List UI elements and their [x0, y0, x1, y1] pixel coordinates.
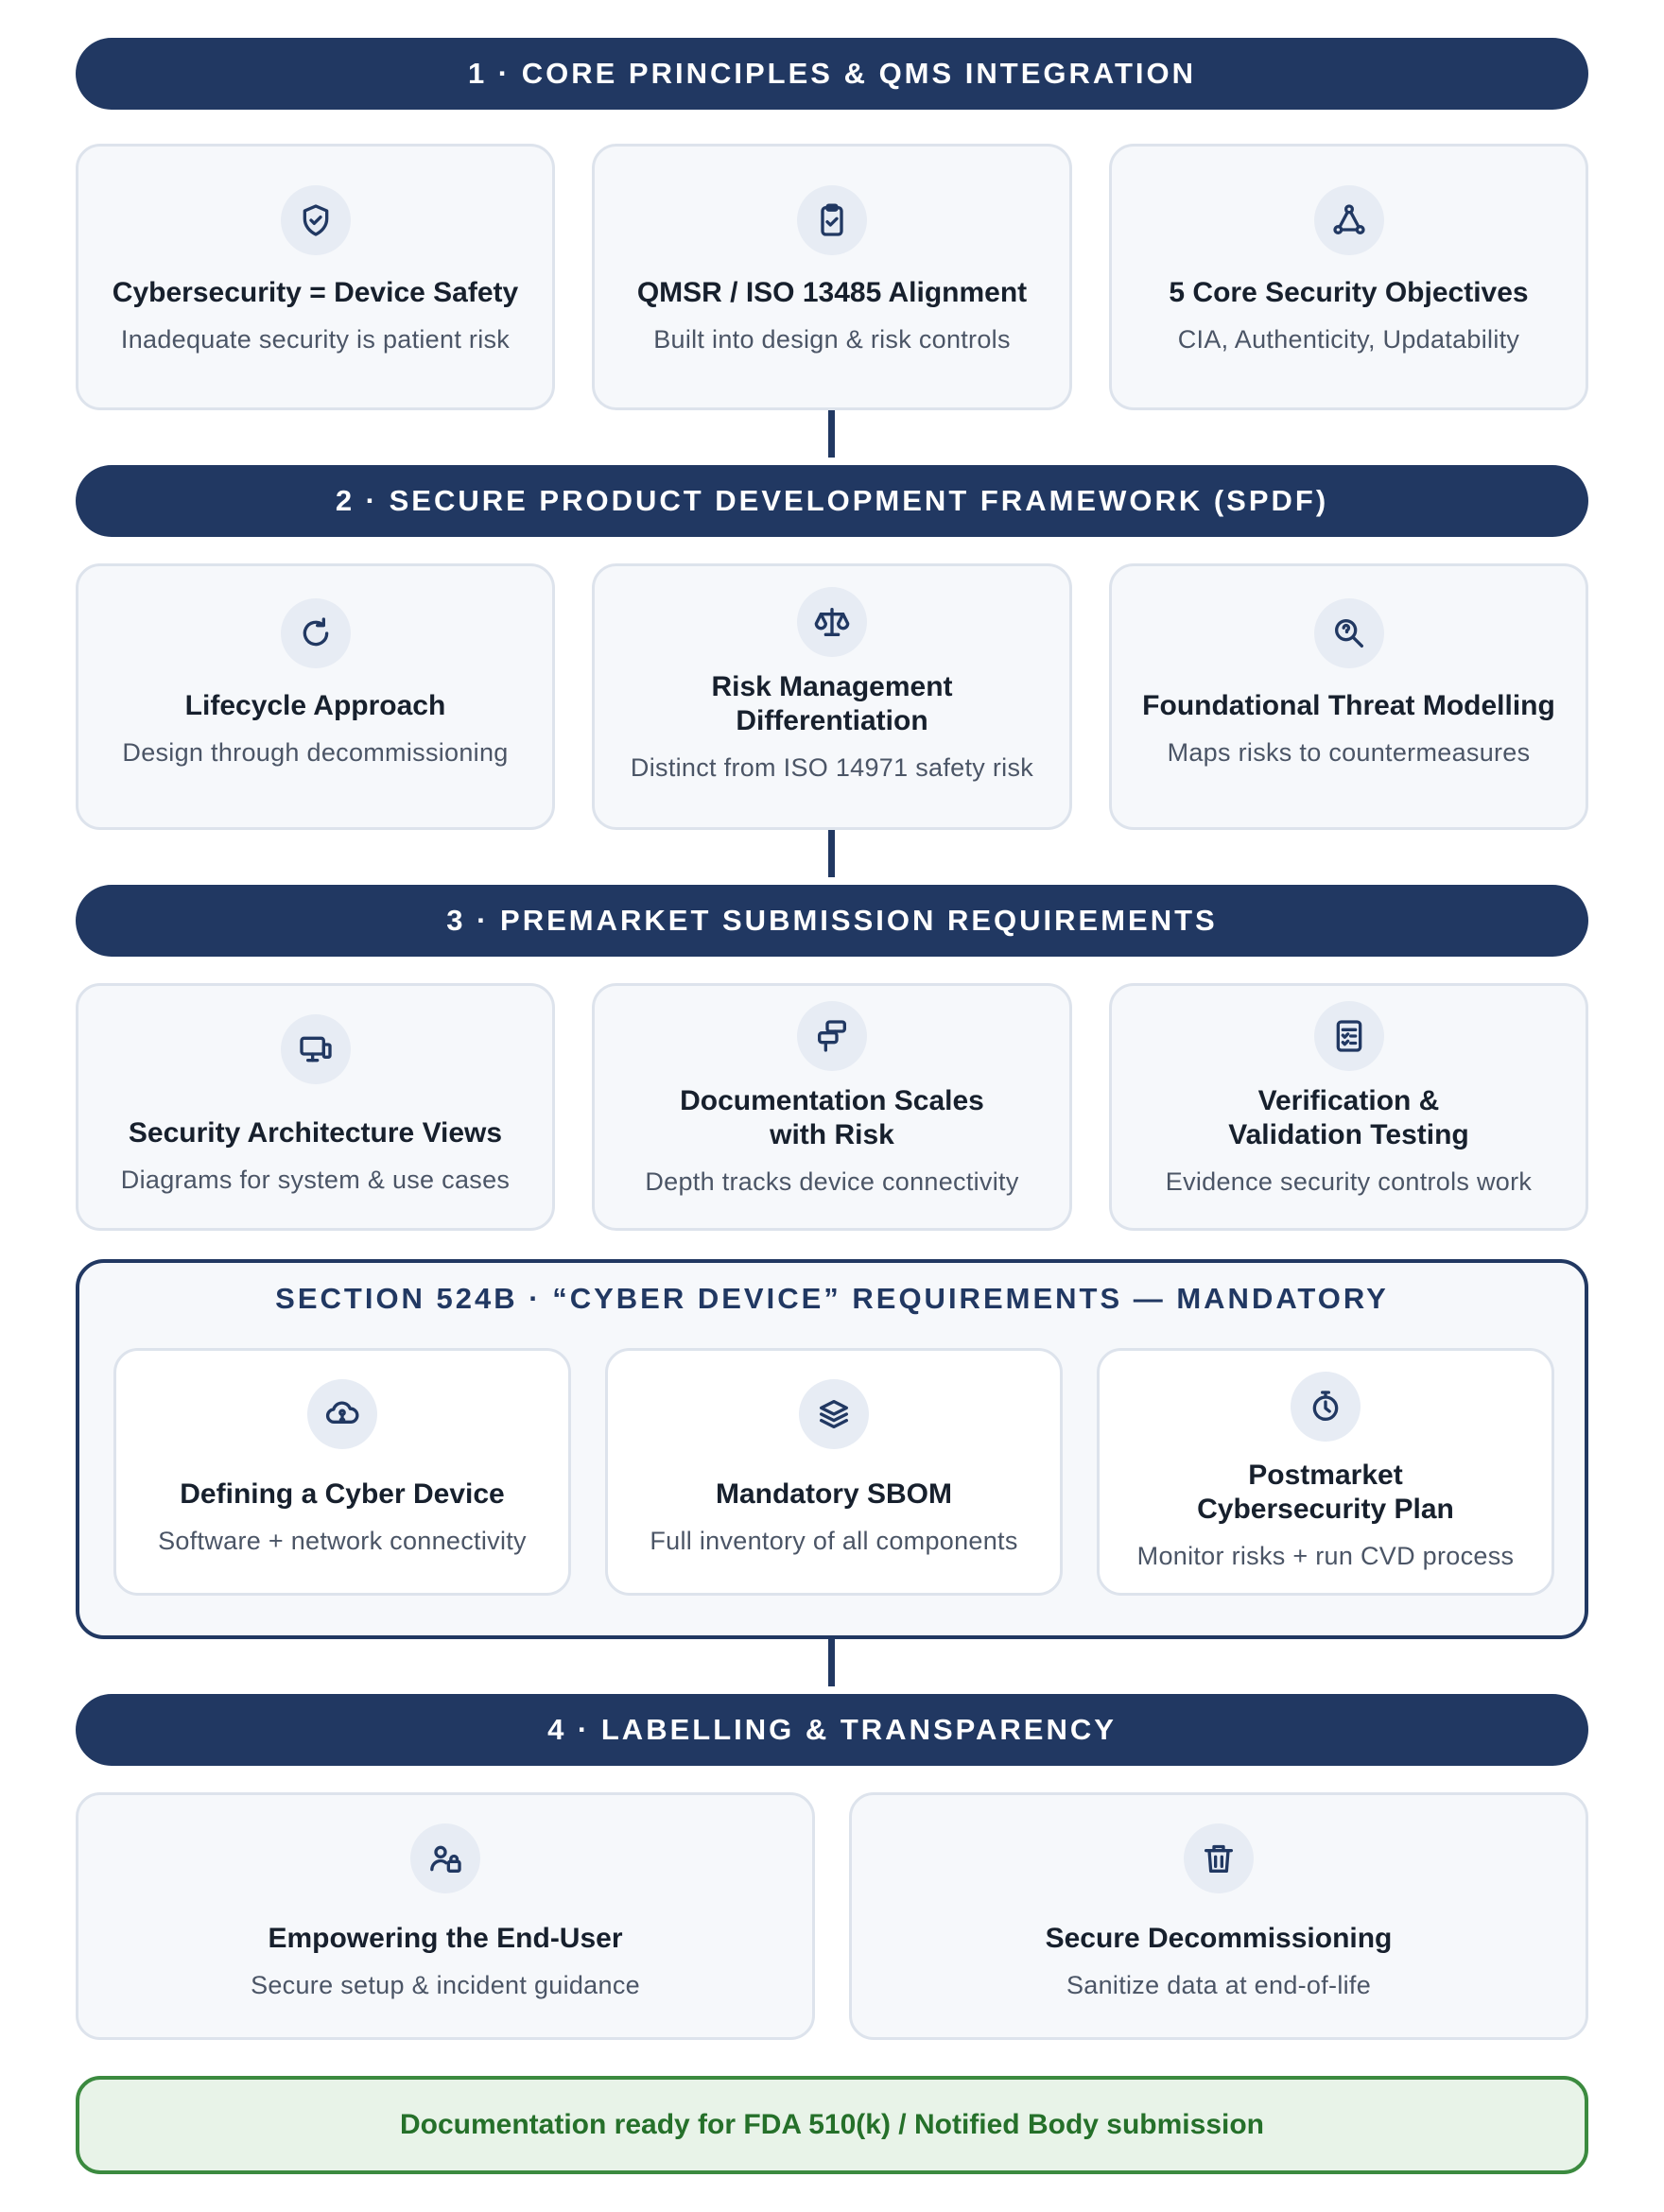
card-threat-modelling: Foundational Threat Modelling Maps risks… [1109, 563, 1588, 830]
network-nodes-icon [1313, 185, 1384, 255]
card-mandatory-sbom: Mandatory SBOM Full inventory of all com… [605, 1348, 1063, 1596]
card-postmarket-cybersecurity-plan: Postmarket Cybersecurity Plan Monitor ri… [1097, 1348, 1554, 1596]
card-security-architecture-views: Security Architecture Views Diagrams for… [76, 983, 555, 1231]
card-title: Security Architecture Views [128, 1117, 503, 1149]
refresh-icon [280, 598, 351, 668]
card-subtitle: Built into design & risk controls [653, 325, 1011, 354]
card-subtitle: Distinct from ISO 14971 safety risk [630, 753, 1034, 782]
card-cybersecurity-device-safety: Cybersecurity = Device Safety Inadequate… [76, 144, 555, 410]
card-title: Cybersecurity = Device Safety [112, 277, 519, 308]
card-subtitle: Design through decommissioning [122, 738, 509, 767]
card-lifecycle-approach: Lifecycle Approach Design through decomm… [76, 563, 555, 830]
card-subtitle: Maps risks to countermeasures [1167, 738, 1531, 767]
card-title-line-1: Postmarket [1248, 1460, 1403, 1491]
card-title-line-2: Differentiation [736, 705, 928, 736]
card-title: Postmarket Cybersecurity Plan [1197, 1459, 1454, 1527]
card-secure-decommissioning: Secure Decommissioning Sanitize data at … [849, 1792, 1588, 2040]
card-title: Verification & Validation Testing [1228, 1084, 1468, 1152]
card-subtitle: Inadequate security is patient risk [120, 325, 511, 354]
cloud-network-icon [307, 1379, 377, 1449]
user-lock-icon [410, 1823, 480, 1893]
layers-icon [799, 1379, 869, 1449]
section-524b-title: SECTION 524B · “CYBER DEVICE” REQUIREMEN… [275, 1282, 1389, 1315]
scales-icon [797, 587, 867, 657]
card-subtitle: Software + network connectivity [158, 1527, 527, 1555]
submission-ready-footer: Documentation ready for FDA 510(k) / Not… [76, 2076, 1588, 2174]
footer-label: Documentation ready for FDA 510(k) / Not… [399, 2109, 1264, 2140]
card-subtitle: Monitor risks + run CVD process [1136, 1542, 1515, 1570]
checklist-icon [1313, 1001, 1384, 1071]
search-icon [1313, 598, 1384, 668]
card-subtitle: Depth tracks device connectivity [645, 1167, 1019, 1196]
section-4-title: 4 · LABELLING & TRANSPARENCY [547, 1713, 1117, 1746]
section-1-banner: 1 · CORE PRINCIPLES & QMS INTEGRATION [76, 38, 1588, 110]
section-3-banner: 3 · PREMARKET SUBMISSION REQUIREMENTS [76, 885, 1588, 957]
card-title: Secure Decommissioning [1045, 1923, 1393, 1954]
card-title-line-1: Documentation Scales [680, 1085, 984, 1116]
card-title: 5 Core Security Objectives [1169, 277, 1529, 308]
card-title: Documentation Scales with Risk [680, 1084, 984, 1152]
devices-icon [280, 1014, 351, 1084]
shield-check-icon [280, 185, 351, 255]
card-subtitle: Sanitize data at end-of-life [1066, 1971, 1372, 1999]
connector-2-3 [828, 830, 835, 877]
card-title: Defining a Cyber Device [180, 1478, 505, 1510]
trash-icon [1184, 1823, 1254, 1893]
section-2-title: 2 · SECURE PRODUCT DEVELOPMENT FRAMEWORK… [335, 484, 1329, 517]
card-title: Foundational Threat Modelling [1142, 690, 1555, 721]
card-title: QMSR / ISO 13485 Alignment [636, 277, 1028, 308]
section-2-banner: 2 · SECURE PRODUCT DEVELOPMENT FRAMEWORK… [76, 465, 1588, 537]
card-qmsr-iso-alignment: QMSR / ISO 13485 Alignment Built into de… [592, 144, 1072, 410]
section-3-title: 3 · PREMARKET SUBMISSION REQUIREMENTS [446, 904, 1218, 937]
card-documentation-scales-with-risk: Documentation Scales with Risk Depth tra… [592, 983, 1072, 1231]
card-title: Lifecycle Approach [184, 690, 446, 721]
section-1-title: 1 · CORE PRINCIPLES & QMS INTEGRATION [467, 57, 1197, 90]
card-subtitle: CIA, Authenticity, Updatability [1177, 325, 1520, 354]
card-title-line-1: Risk Management [711, 671, 953, 702]
card-core-security-objectives: 5 Core Security Objectives CIA, Authenti… [1109, 144, 1588, 410]
card-subtitle: Diagrams for system & use cases [120, 1166, 511, 1194]
connector-524b-4 [828, 1639, 835, 1686]
card-title-line-2: Cybersecurity Plan [1197, 1494, 1454, 1525]
card-subtitle: Secure setup & incident guidance [251, 1971, 640, 1999]
card-title-line-2: with Risk [770, 1119, 894, 1150]
card-empowering-end-user: Empowering the End-User Secure setup & i… [76, 1792, 815, 2040]
card-subtitle: Full inventory of all components [650, 1527, 1018, 1555]
card-subtitle: Evidence security controls work [1165, 1167, 1533, 1196]
timer-icon [1291, 1372, 1361, 1442]
card-title: Empowering the End-User [268, 1923, 623, 1954]
section-524b-mandatory-box: SECTION 524B · “CYBER DEVICE” REQUIREMEN… [76, 1259, 1588, 1639]
section-4-banner: 4 · LABELLING & TRANSPARENCY [76, 1694, 1588, 1766]
card-verification-validation-testing: Verification & Validation Testing Eviden… [1109, 983, 1588, 1231]
card-title: Mandatory SBOM [715, 1478, 953, 1510]
card-defining-cyber-device: Defining a Cyber Device Software + netwo… [113, 1348, 571, 1596]
clipboard-check-icon [797, 185, 867, 255]
layout-icon [797, 1001, 867, 1071]
card-risk-management-differentiation: Risk Management Differentiation Distinct… [592, 563, 1072, 830]
connector-1-2 [828, 410, 835, 458]
card-title: Risk Management Differentiation [711, 670, 952, 738]
card-title-line-2: Validation Testing [1228, 1119, 1469, 1150]
card-title-line-1: Verification & [1257, 1085, 1440, 1116]
